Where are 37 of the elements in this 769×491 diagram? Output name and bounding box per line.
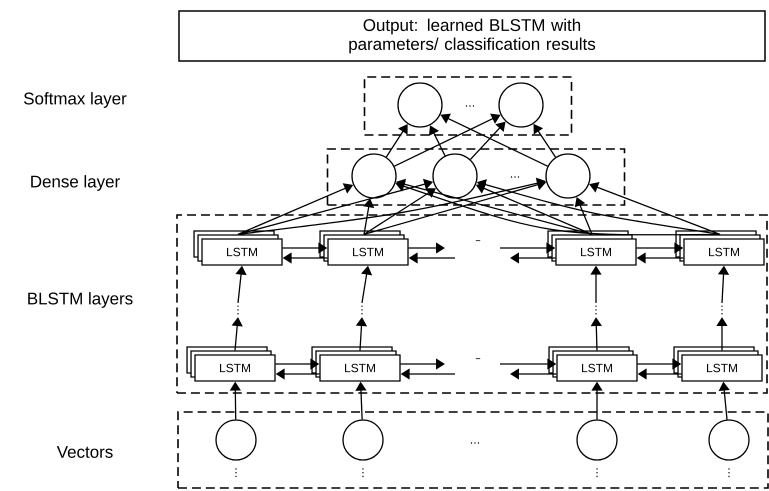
lstm-cell: LSTM — [673, 346, 763, 382]
lstm-cell: LSTM — [311, 346, 401, 382]
ellipsis-mark: ⋮ — [596, 468, 598, 478]
ellipsis-mark: ... — [466, 105, 474, 107]
layer-box — [177, 411, 769, 489]
layer-label: Dense layer — [31, 175, 120, 191]
ellipsis-mark: – — [476, 240, 480, 242]
lstm-cell: LSTM — [548, 346, 638, 382]
ellipsis-mark: ... — [510, 176, 520, 178]
ellipsis-mark: ⋮ — [728, 468, 730, 478]
ellipsis-mark: – — [476, 358, 480, 360]
lstm-cell: LSTM — [193, 230, 283, 266]
neuron-circle — [498, 82, 544, 128]
output-box: Output: learned BLSTM with parameters/ classification results — [178, 10, 766, 62]
ellipsis-mark: ⋮ — [237, 306, 239, 314]
layer-label: Vectors — [56, 446, 113, 458]
lstm-cell: LSTM — [547, 230, 637, 266]
neuron-circle — [351, 153, 397, 199]
neuron-circle — [432, 153, 478, 199]
lstm-cell: LSTM — [186, 346, 276, 382]
lstm-cell: LSTM — [675, 230, 765, 266]
layer-label: Softmax layer — [24, 92, 126, 108]
arrow — [364, 188, 436, 235]
neuron-circle — [545, 153, 591, 199]
lstm-cell: LSTM — [319, 230, 409, 266]
arrow — [386, 124, 408, 158]
ellipsis-mark: ⋮ — [721, 306, 723, 314]
layer-box — [176, 214, 768, 394]
ellipsis-mark: ... — [470, 442, 480, 444]
layer-box — [326, 148, 626, 206]
layer-box — [364, 76, 572, 136]
ellipsis-mark: ⋮ — [361, 306, 363, 314]
layer-label: BLSTM layers — [28, 292, 133, 308]
neuron-circle — [397, 82, 443, 128]
ellipsis-mark: ⋮ — [595, 306, 597, 314]
ellipsis-mark: ⋮ — [362, 468, 364, 478]
ellipsis-mark: ⋮ — [235, 468, 237, 478]
